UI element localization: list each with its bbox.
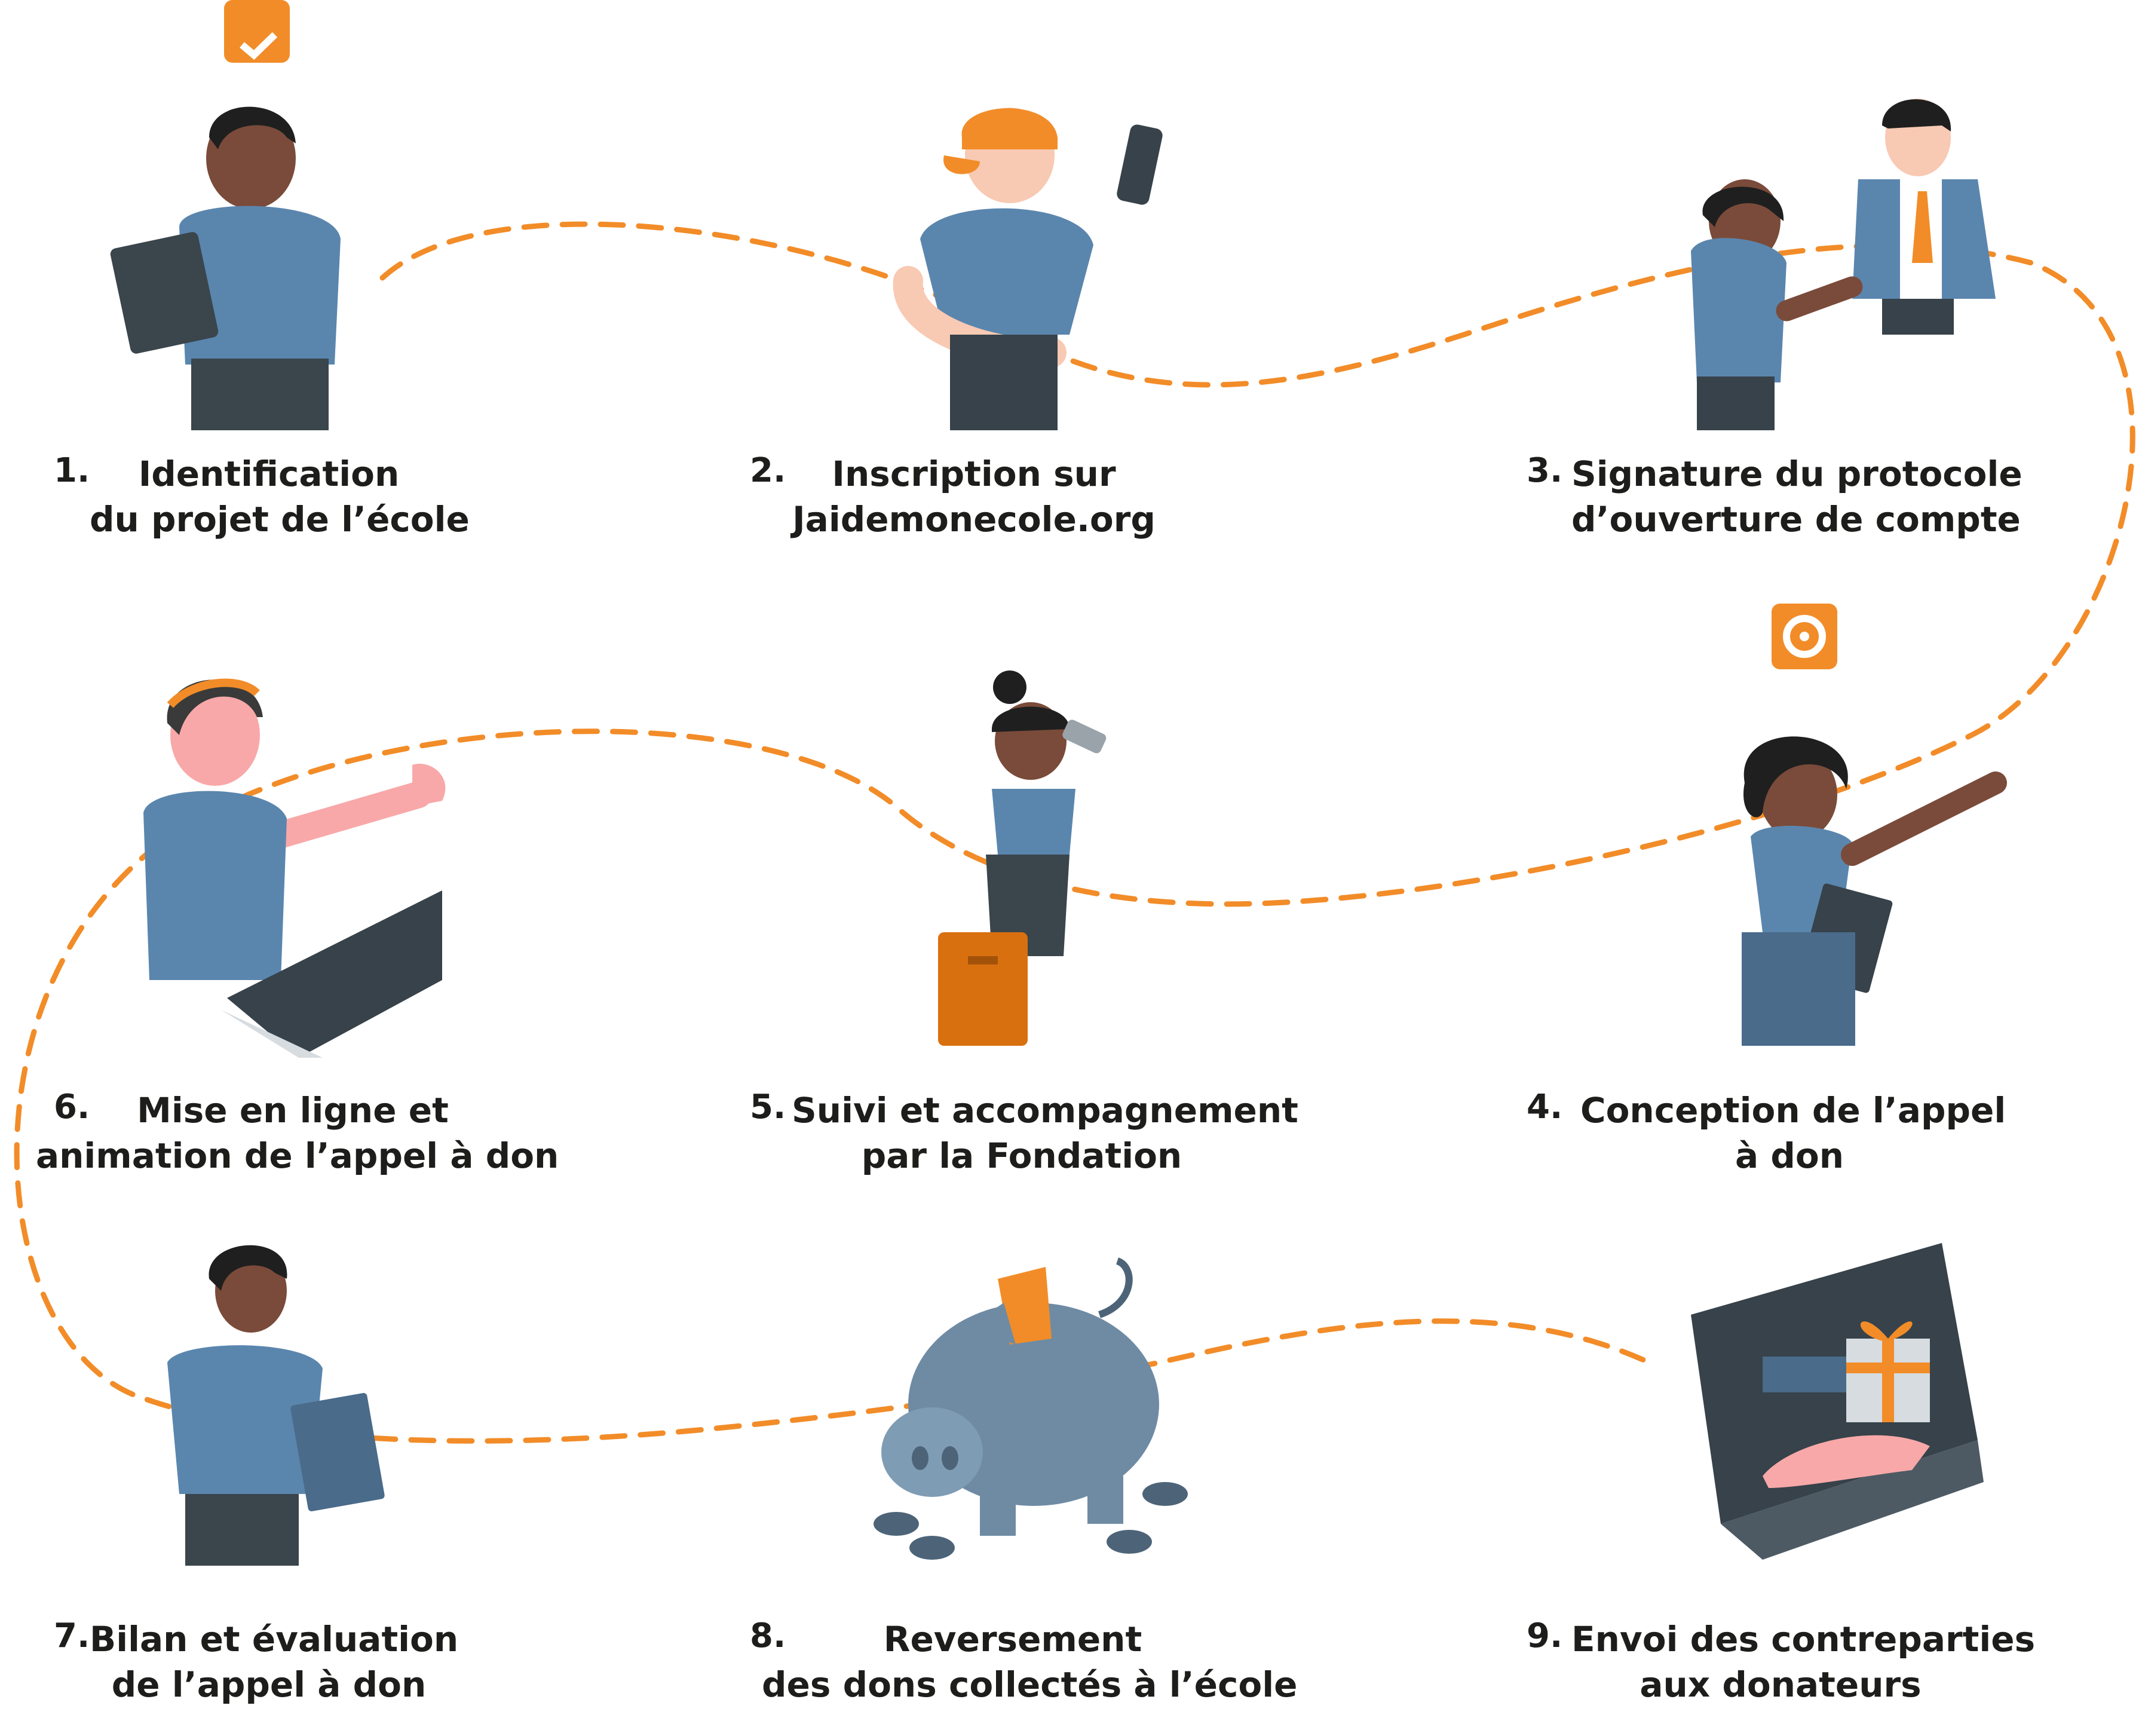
step-number: 2. — [750, 451, 786, 490]
person-clipboard-icon — [1742, 604, 2007, 1046]
step-number: 1. — [54, 451, 90, 490]
step-number: 5. — [750, 1088, 786, 1126]
caption-line: Jaidemonecole.org — [792, 499, 1156, 540]
caption-line: des dons collectés à l’école — [762, 1664, 1298, 1705]
caption-line: aux donateurs — [1640, 1664, 1922, 1705]
step-4: 4. Conception de l’appel à don — [1527, 1088, 2124, 1207]
caption-line: Signature du protocole — [1571, 454, 2023, 494]
step-caption: Identification du projet de l’école — [90, 451, 470, 542]
step-number: 7. — [54, 1616, 90, 1655]
step-5: 5. Suivi et accompagnement par la Fondat… — [750, 1088, 1347, 1207]
person-laptop-icon — [143, 678, 446, 1058]
step-3: 3. Signature du protocole d’ouverture de… — [1527, 451, 2124, 571]
step-number: 4. — [1527, 1088, 1563, 1126]
step-6: 6. Mise en ligne et animation de l’appel… — [36, 1088, 651, 1207]
step-2: 2. Inscription sur Jaidemonecole.org — [750, 451, 1347, 571]
caption-line: du projet de l’école — [90, 499, 470, 540]
step-number: 3. — [1527, 451, 1563, 490]
person-phone-icon — [893, 108, 1163, 430]
handshake-icon — [1691, 99, 1996, 430]
caption-line: Bilan et évaluation — [90, 1619, 459, 1660]
caption-line: de l’appel à don — [111, 1664, 427, 1705]
caption-line: animation de l’appel à don — [36, 1135, 559, 1176]
step-caption: Signature du protocole d’ouverture de co… — [1571, 451, 2023, 542]
step-caption: Mise en ligne et animation de l’appel à … — [36, 1088, 559, 1178]
piggy-bank-icon — [874, 1257, 1188, 1560]
caption-line: Suivi et accompagnement — [792, 1090, 1298, 1131]
step-1: 1. Identification du projet de l’école — [54, 451, 651, 571]
step-7: 7. Bilan et évaluation de l’appel à don — [54, 1616, 651, 1736]
step-caption: Envoi des contreparties aux donateurs — [1571, 1616, 2036, 1707]
step-8: 8. Reversement des dons collectés à l’éc… — [750, 1616, 1347, 1736]
step-caption: Conception de l’appel à don — [1580, 1088, 2006, 1178]
caption-line: Envoi des contreparties — [1571, 1619, 2036, 1660]
caption-line: Identification — [138, 454, 400, 494]
caption-line: Reversement — [883, 1619, 1142, 1660]
step-caption: Inscription sur Jaidemonecole.org — [792, 451, 1156, 542]
gift-laptop-icon — [1691, 1243, 1984, 1560]
person-thinking-icon — [167, 1245, 385, 1566]
caption-line: Conception de l’appel — [1580, 1090, 2006, 1131]
caption-line: d’ouverture de compte — [1571, 499, 2021, 540]
step-9: 9. Envoi des contreparties aux donateurs — [1527, 1616, 2124, 1736]
step-caption: Suivi et accompagnement par la Fondation — [792, 1088, 1298, 1178]
caption-line: Mise en ligne et — [137, 1090, 449, 1131]
caption-line: à don — [1735, 1135, 1844, 1176]
step-caption: Reversement des dons collectés à l’école — [762, 1616, 1298, 1707]
step-number: 9. — [1527, 1616, 1563, 1655]
step-number: 8. — [750, 1616, 786, 1655]
step-number: 6. — [54, 1088, 90, 1126]
caption-line: par la Fondation — [861, 1135, 1182, 1176]
step-caption: Bilan et évaluation de l’appel à don — [90, 1616, 459, 1707]
person-tablet-icon — [110, 0, 341, 430]
caption-line: Inscription sur — [832, 454, 1116, 494]
person-briefcase-icon — [938, 670, 1107, 1046]
